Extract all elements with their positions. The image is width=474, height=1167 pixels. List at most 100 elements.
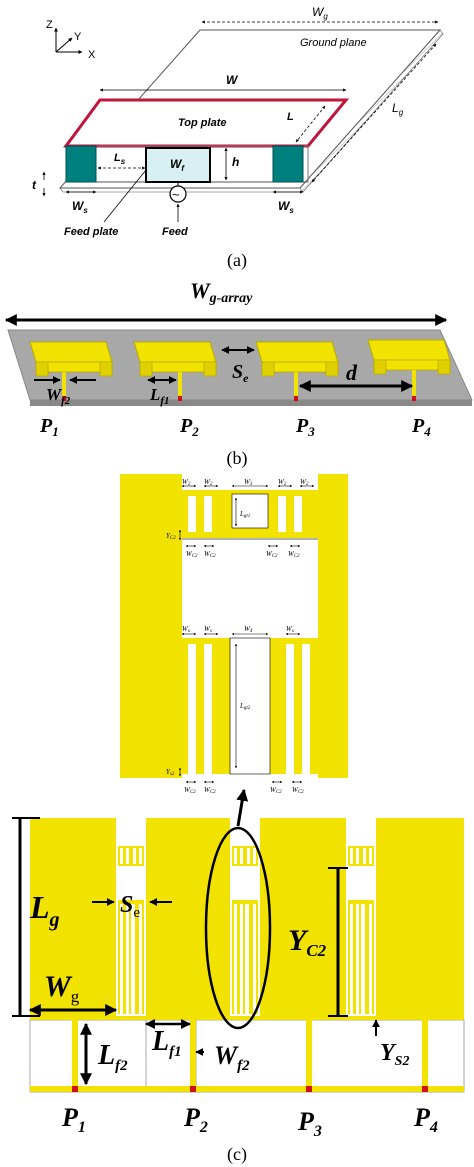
svg-text:Lf1: Lf1 bbox=[151, 1026, 182, 1060]
port-b-3-symbol: P bbox=[295, 415, 309, 437]
upper-meander bbox=[182, 490, 318, 540]
svg-text:W3: W3 bbox=[244, 478, 253, 487]
svg-text:Ws: Ws bbox=[278, 199, 294, 215]
svg-text:Ws: Ws bbox=[204, 625, 212, 634]
wf2-b-symbol: W bbox=[46, 385, 63, 404]
zoom-w2-2-subscript: 2 bbox=[210, 482, 213, 487]
zoom-wc2-1-symbol: W bbox=[186, 550, 193, 558]
zoom-yc2-symbol: Y bbox=[166, 532, 171, 540]
wf2-dimension-b: Wf2 bbox=[34, 376, 96, 407]
ls-symbol: L bbox=[114, 152, 121, 164]
wg-array-symbol: W bbox=[190, 278, 211, 303]
svg-text:W2: W2 bbox=[300, 478, 309, 487]
wg-c-symbol: W bbox=[44, 970, 73, 1003]
svg-text:Lg: Lg bbox=[29, 889, 60, 931]
port-b-1-symbol: P bbox=[39, 415, 53, 437]
ground-plane-label: Ground plane bbox=[300, 37, 367, 49]
zoom-wc2-6-subscript: C2 bbox=[210, 790, 216, 795]
zoom-wc2-4-subscript: C2 bbox=[294, 554, 300, 559]
feed-symbol-icon: ~ bbox=[172, 187, 180, 202]
t-dimension: t bbox=[32, 171, 46, 197]
se-c-symbol: S bbox=[120, 892, 133, 918]
se-b-subscript: e bbox=[243, 371, 249, 385]
h-dimension: h bbox=[224, 147, 239, 181]
zoom-wc2-5-symbol: W bbox=[184, 786, 191, 794]
svg-text:Wf2: Wf2 bbox=[214, 1041, 250, 1074]
lf1-b-symbol: L bbox=[149, 385, 160, 404]
svg-text:WC2: WC2 bbox=[186, 550, 198, 559]
zoom-wc2-3-subscript: C2 bbox=[272, 554, 278, 559]
axis-x-label: X bbox=[88, 49, 96, 61]
d-dimension-b: d bbox=[298, 360, 414, 392]
caption-a: (a) bbox=[227, 250, 247, 271]
svg-text:P4: P4 bbox=[411, 415, 431, 439]
svg-text:WC2: WC2 bbox=[204, 786, 216, 795]
svg-text:P3: P3 bbox=[295, 415, 315, 439]
panel-a: Z Y X Ground plane Wg Lg Top plate bbox=[32, 5, 444, 271]
feed-region bbox=[29, 1016, 465, 1093]
zoom-w4-symbol: W bbox=[244, 625, 251, 633]
panel-c: Lg Se Wg Y C2 YS2 Lf1 bbox=[12, 788, 465, 1165]
zoom-ys2-symbol: Y bbox=[166, 768, 171, 776]
zoom-wc2-8-subscript: C2 bbox=[298, 790, 304, 795]
lf1-c-subscript: f1 bbox=[169, 1044, 182, 1060]
zoom-wc2-6-symbol: W bbox=[204, 786, 211, 794]
svg-text:Wg: Wg bbox=[312, 5, 328, 21]
ws-right-subscript: s bbox=[289, 206, 294, 215]
lg-c-symbol: L bbox=[29, 889, 50, 925]
port-b-2-symbol: P bbox=[179, 415, 193, 437]
zoom-wc2-8-symbol: W bbox=[292, 786, 299, 794]
wf2-b-subscript: f2 bbox=[61, 395, 71, 407]
svg-text:Lgt1: Lgt1 bbox=[239, 510, 250, 519]
zoom-lgt1-subscript: gt1 bbox=[244, 514, 250, 519]
caption-b: (b) bbox=[227, 448, 248, 469]
axis-indicator: Z Y X bbox=[46, 19, 96, 61]
zoom-lgt2-subscript: gt2 bbox=[244, 706, 251, 711]
yc2-c-symbol: Y bbox=[288, 924, 309, 957]
feed-source: ~ Feed bbox=[162, 182, 188, 238]
svg-text:WC2: WC2 bbox=[292, 786, 304, 795]
d-b-label: d bbox=[346, 360, 358, 385]
se-dimension-c: Se bbox=[92, 892, 172, 921]
svg-text:W2: W2 bbox=[278, 478, 287, 487]
lg-dimension: Lg bbox=[311, 43, 437, 183]
wf2-c-subscript: f2 bbox=[237, 1058, 250, 1074]
feed-label: Feed bbox=[162, 226, 188, 238]
lf1-dimension-b: Lf1 bbox=[147, 376, 177, 407]
wf2-c-symbol: W bbox=[214, 1041, 239, 1070]
svg-text:YS2: YS2 bbox=[380, 1040, 409, 1069]
zoom-ws-1-symbol: W bbox=[182, 625, 189, 633]
zoom-lgt1-symbol: L bbox=[239, 510, 244, 518]
svg-text:WC2: WC2 bbox=[288, 550, 300, 559]
wg-subscript: g bbox=[323, 12, 328, 21]
port-b-4-symbol: P bbox=[411, 415, 425, 437]
zoom-ws-1-subscript: s bbox=[188, 629, 190, 634]
se-c-subscript: e bbox=[133, 905, 140, 921]
wg-c-subscript: g bbox=[71, 987, 80, 1006]
zoom-w2-3-symbol: W bbox=[278, 478, 285, 486]
lf2-c-symbol: L bbox=[97, 1040, 115, 1071]
lg-symbol: L bbox=[392, 101, 399, 115]
svg-text:P1: P1 bbox=[39, 415, 59, 439]
lf2-c-subscript: f2 bbox=[115, 1058, 128, 1074]
patch-slots bbox=[116, 818, 376, 1018]
zoom-wc2-4-symbol: W bbox=[288, 550, 295, 558]
se-dimension-b: Se bbox=[221, 346, 255, 385]
ls-subscript: s bbox=[121, 157, 126, 166]
svg-text:W4: W4 bbox=[244, 625, 253, 634]
svg-text:Lgt2: Lgt2 bbox=[239, 702, 251, 711]
lg-c-subscript: g bbox=[49, 909, 60, 931]
port-c-3-subscript: 3 bbox=[313, 1123, 322, 1140]
array-element-1 bbox=[29, 341, 113, 401]
left-shorting-wall bbox=[65, 145, 97, 183]
svg-text:Ws: Ws bbox=[286, 625, 294, 634]
zoom-w2-1-symbol: W bbox=[182, 478, 189, 486]
zoom-wc2-1-subscript: C2 bbox=[192, 554, 198, 559]
zoom-yc2-subscript: C2 bbox=[170, 536, 176, 541]
zoom-w2-2-symbol: W bbox=[204, 478, 211, 486]
w-dimension: W bbox=[99, 73, 347, 92]
l-label: L bbox=[287, 111, 294, 123]
feed-plate-pointer: Feed plate bbox=[64, 169, 147, 238]
zoom-wc2-7-subscript: C2 bbox=[276, 790, 282, 795]
svg-text:Se: Se bbox=[120, 892, 140, 921]
